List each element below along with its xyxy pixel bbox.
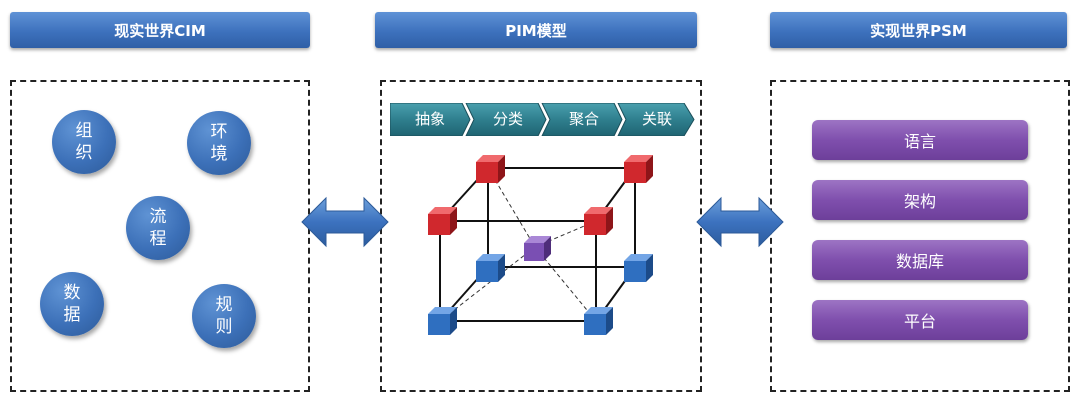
pim-panel: [380, 80, 702, 392]
psm-item-database: 数据库: [812, 240, 1028, 280]
circle-char: 据: [63, 305, 81, 325]
pim-cube-model: [428, 155, 653, 335]
cim-circle-data: 数 据: [40, 272, 104, 336]
cim-header: 现实世界CIM: [10, 12, 310, 48]
cim-circle-process: 流 程: [126, 196, 190, 260]
cube-blue: [624, 254, 653, 282]
cim-panel: [10, 80, 310, 392]
double-arrow-right: [696, 196, 784, 248]
pim-process-bar: [390, 103, 695, 136]
cube-red: [476, 155, 505, 183]
circle-char: 组: [75, 121, 93, 141]
circle-char: 流: [149, 207, 167, 227]
cube-blue: [476, 254, 505, 282]
chevron-step-1: [390, 103, 471, 136]
circle-char: 织: [75, 143, 93, 163]
psm-item-architecture: 架构: [812, 180, 1028, 220]
cube-red: [428, 207, 457, 235]
pim-step-aggregation: 聚合: [568, 110, 599, 128]
pim-step-classification: 分类: [492, 110, 523, 128]
cube-red: [584, 207, 613, 235]
cim-circle-environment: 环 境: [187, 111, 251, 175]
double-arrow-left: [301, 196, 389, 248]
cube-red: [624, 155, 653, 183]
chevron-step-4: [617, 103, 695, 136]
cube-purple: [524, 236, 551, 261]
circle-char: 数: [63, 283, 81, 303]
circle-char: 程: [149, 229, 167, 249]
circle-char: 环: [210, 122, 228, 142]
pim-header: PIM模型: [375, 12, 697, 48]
cim-circle-organization: 组 织: [52, 110, 116, 174]
cim-circle-rules: 规 则: [192, 284, 256, 348]
psm-panel: [770, 80, 1070, 392]
psm-item-platform: 平台: [812, 300, 1028, 340]
psm-item-language: 语言: [812, 120, 1028, 160]
chevron-step-2: [465, 103, 547, 136]
circle-char: 境: [210, 144, 228, 164]
circle-char: 规: [215, 295, 233, 315]
psm-header: 实现世界PSM: [770, 12, 1067, 48]
cube-blue: [584, 307, 613, 335]
circle-char: 则: [215, 317, 233, 337]
pim-step-association: 关联: [641, 110, 672, 128]
chevron-step-3: [541, 103, 623, 136]
cube-blue: [428, 307, 457, 335]
pim-step-abstraction: 抽象: [414, 110, 445, 128]
